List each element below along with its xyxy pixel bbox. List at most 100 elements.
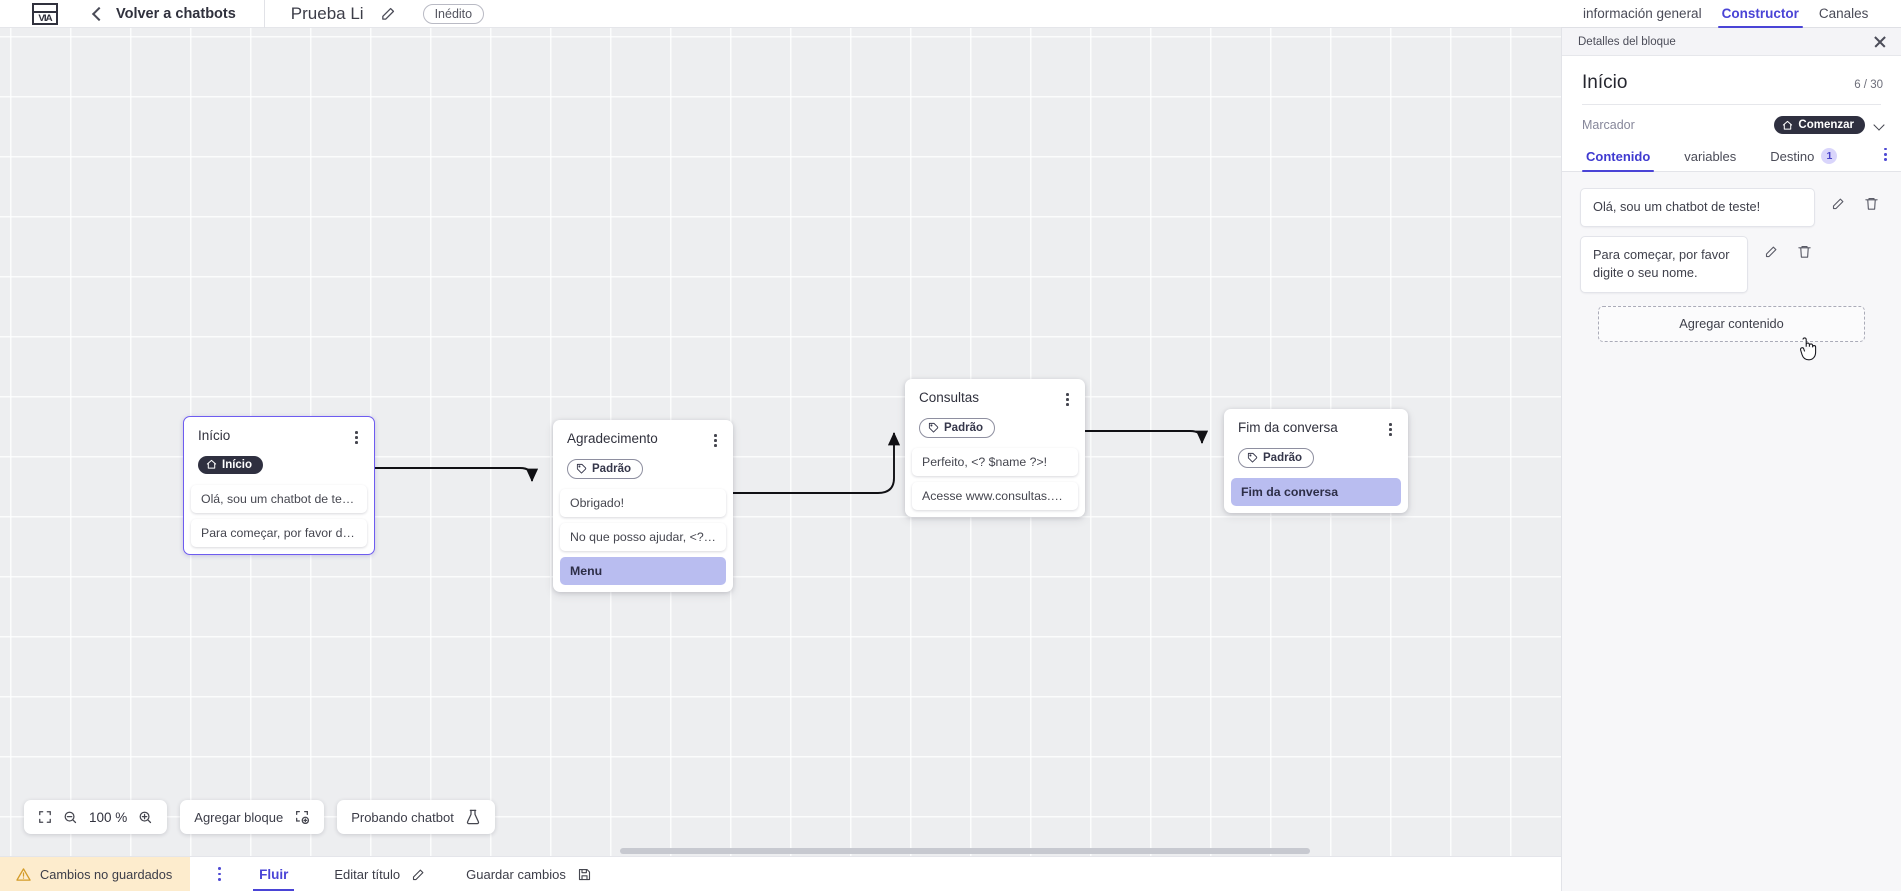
flask-icon: [465, 809, 481, 825]
back-chevron-icon[interactable]: [90, 7, 104, 21]
node-badge-padrao: Padrão: [1238, 447, 1314, 468]
panel-title-row: Início 6 / 30: [1562, 56, 1901, 104]
right-top-tabs: información general Constructor Canales: [1561, 0, 1901, 28]
page-title: Prueba Li: [290, 3, 364, 23]
flow-node-fim-da-conversa[interactable]: Fim da conversa Padrão Fim da conversa: [1224, 409, 1408, 514]
node-row[interactable]: Perfeito, <? $name ?>!: [912, 448, 1078, 477]
edit-title-button[interactable]: Editar título: [334, 867, 426, 882]
tab-fluir[interactable]: Fluir: [253, 857, 295, 891]
scrollbar-thumb[interactable]: [620, 848, 1310, 854]
add-block-label: Agregar bloque: [194, 809, 284, 825]
chevron-down-icon[interactable]: [1874, 120, 1885, 131]
node-menu-icon[interactable]: [1385, 420, 1396, 439]
tag-icon: [928, 423, 939, 433]
tab-variables[interactable]: variables: [1680, 147, 1740, 171]
node-rows: Obrigado! No que posso ajudar, <? $name …: [553, 489, 733, 586]
node-row[interactable]: Olá, sou um chatbot de teste!: [191, 485, 367, 514]
tab-contenido-label: Contenido: [1586, 149, 1651, 164]
panel-tabs-menu-icon[interactable]: [1884, 147, 1887, 171]
zoom-out-icon[interactable]: [63, 810, 78, 825]
flow-canvas[interactable]: Início Início Olá, sou um chatbot de tes…: [0, 28, 1561, 856]
trash-icon[interactable]: [1797, 244, 1812, 259]
marcador-control[interactable]: Comenzar: [1774, 116, 1885, 134]
content-item: Para começar, por favor digite o seu nom…: [1580, 235, 1883, 293]
flow-node-inicio[interactable]: Início Início Olá, sou um chatbot de tes…: [183, 416, 375, 556]
node-badge-padrao: Padrão: [919, 417, 995, 438]
panel-tabs: Contenido variables Destino 1: [1562, 146, 1901, 172]
node-rows: Olá, sou um chatbot de teste! Para começ…: [184, 485, 374, 548]
tab-constructor[interactable]: Constructor: [1712, 6, 1809, 28]
node-row-end[interactable]: Fim da conversa: [1231, 478, 1401, 507]
flow-edges: [375, 430, 1209, 494]
trash-icon[interactable]: [1864, 196, 1879, 211]
tab-destino[interactable]: Destino 1: [1766, 146, 1841, 171]
canvas-horizontal-scrollbar[interactable]: [0, 846, 1561, 856]
add-content-button[interactable]: Agregar contenido: [1598, 305, 1865, 342]
flow-node-consultas[interactable]: Consultas Padrão Perfeito, <? $name ?>! …: [905, 379, 1085, 518]
marcador-row: Marcador Comenzar: [1562, 105, 1901, 146]
zoom-in-icon[interactable]: [138, 810, 153, 825]
pencil-icon: [411, 867, 426, 882]
logo-text: VIA: [38, 12, 52, 23]
back-to-chatbots-link[interactable]: Volver a chatbots: [116, 5, 236, 22]
node-title: Agradecimento: [567, 431, 658, 446]
warning-icon: [16, 867, 31, 882]
top-bar: VIA Volver a chatbots Prueba Li Inédito: [0, 0, 1561, 28]
panel-content-area: Olá, sou um chatbot de teste! Par: [1562, 172, 1901, 891]
canvas-toolbar: 100 % Agregar bloque Probando chatbot: [24, 800, 495, 834]
node-rows: Perfeito, <? $name ?>! Acesse www.consul…: [905, 448, 1085, 511]
node-badge-label: Padrão: [944, 421, 983, 434]
marcador-value-badge[interactable]: Comenzar: [1774, 116, 1865, 134]
pencil-icon[interactable]: [1764, 244, 1779, 259]
panel-header-label: Detalles del bloque: [1578, 35, 1676, 48]
node-badge-row: Padrão: [905, 409, 1085, 449]
save-changes-button[interactable]: Guardar cambios: [466, 867, 592, 882]
content-item-actions: [1748, 236, 1816, 259]
statusbar-menu-icon[interactable]: [218, 867, 222, 881]
topbar-divider: [263, 0, 265, 28]
content-item: Olá, sou um chatbot de teste!: [1580, 188, 1883, 227]
node-badge-row: Padrão: [553, 450, 733, 490]
node-menu-icon[interactable]: [710, 431, 721, 450]
pencil-icon[interactable]: [1831, 196, 1846, 211]
tab-contenido[interactable]: Contenido: [1582, 147, 1655, 172]
save-icon: [577, 867, 592, 882]
panel-header: Detalles del bloque: [1562, 28, 1901, 56]
node-menu-icon[interactable]: [1062, 390, 1073, 409]
node-row[interactable]: Acesse www.consultas.com par...: [912, 482, 1078, 511]
test-chatbot-button[interactable]: Probando chatbot: [337, 800, 495, 834]
fit-screen-icon[interactable]: [38, 810, 52, 824]
node-row[interactable]: Obrigado!: [560, 489, 726, 518]
node-badge-label: Padrão: [592, 462, 631, 475]
pencil-icon[interactable]: [380, 5, 397, 22]
tab-canales[interactable]: Canales: [1818, 6, 1869, 21]
status-badge: Inédito: [422, 3, 485, 24]
node-header: Início: [184, 417, 374, 447]
save-changes-label: Guardar cambios: [466, 866, 566, 882]
node-menu-icon[interactable]: [351, 428, 362, 447]
marcador-value-label: Comenzar: [1798, 119, 1854, 131]
panel-body: Início 6 / 30 Marcador Comenzar: [1562, 56, 1901, 172]
tab-informacion-general[interactable]: información general: [1583, 6, 1702, 21]
node-row-menu[interactable]: Menu: [560, 557, 726, 586]
node-badge-label: Padrão: [1263, 451, 1302, 464]
node-title: Fim da conversa: [1238, 420, 1338, 435]
close-icon[interactable]: [1873, 35, 1887, 49]
zoom-level: 100 %: [89, 809, 128, 825]
app-logo[interactable]: VIA: [28, 0, 62, 28]
tab-destino-badge: 1: [1821, 148, 1838, 164]
node-badge-label: Início: [222, 458, 253, 471]
content-text[interactable]: Olá, sou um chatbot de teste!: [1580, 188, 1815, 227]
tab-variables-label: variables: [1684, 149, 1737, 164]
flow-node-agradecimento[interactable]: Agradecimento Padrão Obrigado! No que po…: [553, 420, 733, 593]
panel-char-count: 6 / 30: [1854, 79, 1883, 91]
node-row[interactable]: Para começar, por favor digite o ...: [191, 519, 367, 548]
unsaved-changes-indicator: Cambios no guardados: [0, 856, 191, 891]
block-details-panel: Detalles del bloque Início 6 / 30 Marcad…: [1561, 28, 1901, 891]
node-header: Agradecimento: [553, 420, 733, 450]
node-row[interactable]: No que posso ajudar, <? $name ...: [560, 523, 726, 552]
panel-divider: [1582, 104, 1881, 105]
add-block-button[interactable]: Agregar bloque: [180, 800, 325, 834]
content-text[interactable]: Para começar, por favor digite o seu nom…: [1580, 235, 1748, 293]
